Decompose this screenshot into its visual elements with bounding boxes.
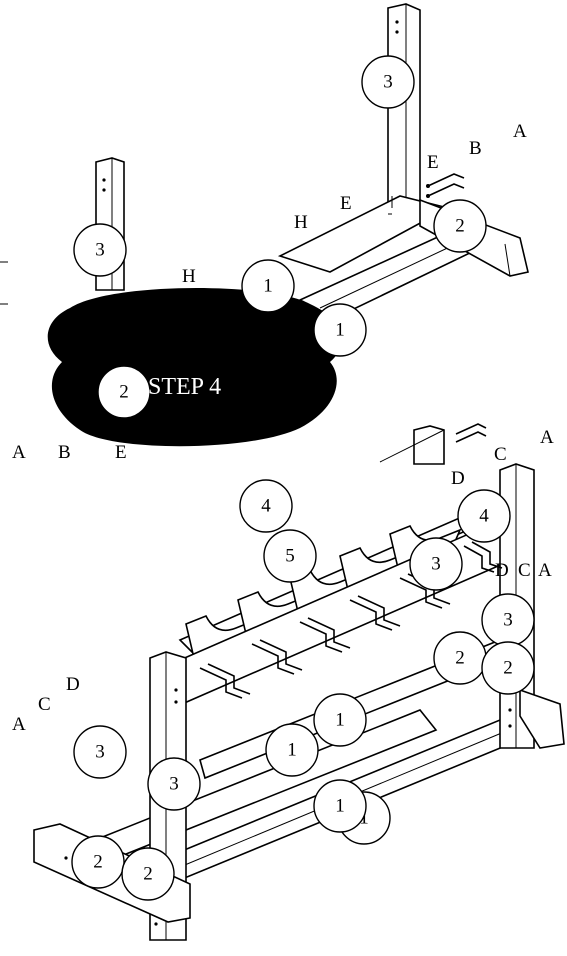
top-part-letter-2: B: [469, 138, 482, 159]
callout-number: 3: [383, 72, 393, 93]
callout-circle: [265, 723, 319, 777]
callout-circle: [361, 55, 415, 109]
right-upright-post: [387, 3, 421, 229]
callout-number: 2: [503, 658, 513, 679]
bottom-callout-5: 3: [481, 593, 535, 647]
callout-circle: [263, 529, 317, 583]
bottom-callout-2: 5: [263, 529, 317, 583]
top-callout-6: 2: [97, 365, 151, 419]
callout-number: 2: [143, 864, 153, 885]
bottom-callout-7: 2: [481, 641, 535, 695]
callout-number: 1: [263, 276, 273, 297]
bottom-callout-9: 1: [265, 723, 319, 777]
callout-circle: [73, 223, 127, 277]
callout-number: 5: [285, 546, 295, 567]
bottom-part-letter-7: D: [66, 674, 80, 695]
bottom-callout-13: 3: [147, 757, 201, 811]
back-right-post: [413, 425, 445, 465]
right-rack-foot: [519, 688, 565, 749]
callout-circle: [73, 725, 127, 779]
top-callout-2: 3: [73, 223, 127, 277]
callout-circle: [313, 303, 367, 357]
callout-circle: [409, 537, 463, 591]
top-part-letter-4: E: [340, 193, 352, 214]
callout-circle: [433, 199, 487, 253]
step-label: STEP 4: [148, 374, 221, 400]
callout-number: 2: [455, 648, 465, 669]
bottom-part-letter-8: C: [38, 694, 51, 715]
top-part-letter-5: H: [294, 212, 308, 233]
bottom-part-letter-1: A: [540, 427, 554, 448]
callout-number: 1: [335, 320, 345, 341]
top-part-letter-9: E: [115, 442, 127, 463]
top-callout-5: 1: [313, 303, 367, 357]
bottom-part-letter-3: D: [451, 468, 465, 489]
step-blob-shape: [47, 287, 342, 447]
callout-circle: [71, 835, 125, 889]
callout-number: 3: [95, 240, 105, 261]
bottom-callout-12: 3: [73, 725, 127, 779]
bottom-part-letter-2: C: [494, 444, 507, 465]
step-badge: [47, 287, 342, 447]
cradle-saddles: [185, 524, 462, 660]
bottom-callout-14: 2: [71, 835, 125, 889]
bottom-part-letter-5: C: [518, 560, 531, 581]
callout-number: 3: [169, 774, 179, 795]
callout-number: 3: [503, 610, 513, 631]
callout-number: 2: [455, 216, 465, 237]
top-part-letter-3: E: [427, 152, 439, 173]
callout-circle: [241, 259, 295, 313]
top-part-letter-6: H: [182, 266, 196, 287]
top-part-letter-7: A: [12, 442, 26, 463]
callout-number: 4: [261, 496, 271, 517]
callout-number: 1: [335, 710, 345, 731]
top-callout-3: 2: [433, 199, 487, 253]
bottom-callout-6: 2: [433, 631, 487, 685]
callout-number: 3: [95, 742, 105, 763]
top-callout-1: 3: [361, 55, 415, 109]
callout-circle: [97, 365, 151, 419]
bottom-part-letter-4: D: [495, 560, 509, 581]
bottom-callout-3: 4: [457, 489, 511, 543]
callout-number: 1: [335, 796, 345, 817]
top-callout-4: 1: [241, 259, 295, 313]
top-part-letter-1: A: [513, 121, 527, 142]
callout-circle: [481, 641, 535, 695]
callout-number: 1: [359, 808, 369, 829]
callout-number: 1: [287, 740, 297, 761]
bottom-callout-1: 4: [239, 479, 293, 533]
callout-number: 2: [93, 852, 103, 873]
callout-number: 2: [119, 382, 129, 403]
callout-number: 3: [431, 554, 441, 575]
callout-circle: [313, 693, 367, 747]
callout-number: 4: [479, 506, 489, 527]
bottom-part-letter-6: A: [538, 560, 552, 581]
rail-bolt-group: [199, 423, 503, 699]
bottom-callout-4: 3: [409, 537, 463, 591]
callout-circle: [147, 757, 201, 811]
bottom-callout-8: 1: [313, 693, 367, 747]
bottom-callout-15: 2: [121, 847, 175, 901]
callout-circle: [121, 847, 175, 901]
callout-circle: [313, 779, 367, 833]
top-part-letter-8: B: [58, 442, 71, 463]
callout-circle: [239, 479, 293, 533]
callout-circle: [457, 489, 511, 543]
bottom-part-letter-9: A: [12, 714, 26, 735]
top-bolt-group: [388, 173, 465, 215]
bottom-callout-11: 1: [313, 779, 367, 833]
